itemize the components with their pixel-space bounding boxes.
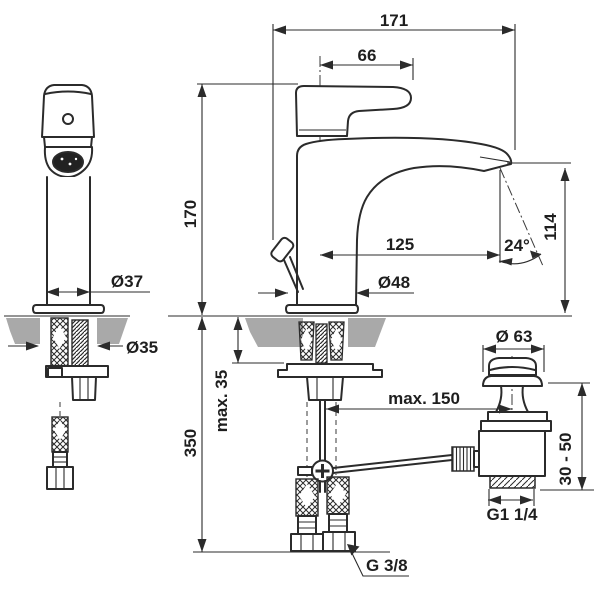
dim-spout-reach-label: 125: [386, 235, 414, 254]
handle-dot: [62, 113, 74, 125]
mesh-highlight: [74, 157, 78, 161]
dim-spout-height-label: 114: [541, 213, 560, 241]
countertop-left-view-right: [97, 318, 128, 344]
knurled-connector: [451, 446, 475, 472]
countertop-front-view-left: [245, 318, 303, 347]
pull-rod-knob: [270, 236, 295, 263]
horizontal-rod: [332, 459, 453, 474]
waste-ring-upper: [487, 411, 548, 422]
aerator-mesh-rim: [52, 151, 84, 173]
dim-waste-thread-label: G1 1/4: [486, 505, 538, 524]
supply-nut-left: [290, 533, 324, 552]
dim-supply-thread-label: G 3/8: [366, 556, 408, 575]
washer-plate-front: [277, 363, 383, 378]
mounting-nut: [71, 376, 97, 401]
popup-waste-assembly: [451, 356, 552, 489]
hose-ferrule-right: [328, 513, 348, 533]
threaded-stud-front: [315, 323, 328, 364]
handle-lever: [295, 85, 412, 137]
connector-neck: [473, 450, 480, 468]
mesh-highlight: [60, 157, 64, 161]
collar: [43, 136, 93, 148]
countertop-left-view-left: [6, 318, 40, 344]
mesh-highlight: [68, 162, 72, 166]
dim-rod-reach-label: max. 150: [388, 389, 460, 408]
dim-base-diameter-label: Ø48: [378, 273, 410, 292]
mounting-nut-front: [306, 376, 344, 401]
countertop-sections: [4, 315, 572, 347]
base-flange-front: [285, 304, 359, 314]
dim-waste-flange-diameter-label: Ø 63: [496, 327, 533, 346]
pull-rod: [289, 256, 304, 290]
hose-nut: [46, 466, 74, 490]
threaded-stud: [71, 319, 89, 367]
dim-waste-clamp-range-label: 30 - 50: [556, 433, 575, 486]
dim-max-deck-thickness-label: max. 35: [212, 370, 231, 432]
g38-leader-line: [348, 546, 409, 577]
waste-stem-right: [521, 385, 529, 413]
braid-highlight: [330, 482, 346, 506]
dimension-lines: [8, 24, 594, 577]
dim-spout-angle-label: 24°: [504, 236, 530, 255]
dim-hose-length-label: 350: [181, 429, 200, 457]
aerator-seam: [479, 156, 511, 163]
angle-arc: [498, 253, 542, 265]
washer-highlight: [301, 328, 312, 352]
waste-tailpiece: [489, 475, 536, 489]
waste-flange: [482, 375, 543, 387]
body-column: [46, 176, 91, 306]
dim-hole-diameter-label: Ø35: [126, 338, 158, 357]
body-and-spout: [296, 136, 513, 306]
plug-dome-line: [489, 366, 536, 371]
hose-ferrule-left: [297, 515, 317, 535]
handle-top-curve: [44, 90, 92, 95]
washer-clip: [47, 367, 63, 378]
aerator-mesh: [53, 152, 83, 172]
countertop-front-view-right: [348, 318, 386, 347]
linkage-arm-left: [297, 466, 313, 476]
braid-highlight: [53, 325, 66, 349]
faucet-front-view: [270, 56, 513, 552]
dim-body-diameter-label: Ø37: [111, 272, 143, 291]
braid-highlight: [299, 484, 315, 508]
base-flange: [32, 304, 105, 314]
dimension-labels: 171 66 170 125 114 24° Ø37 Ø35 Ø48 Ø 63 …: [111, 11, 575, 575]
dimension-arrowheads: [26, 25, 587, 556]
faucet-side-view: [32, 84, 109, 490]
washer-highlight: [331, 328, 342, 352]
dim-handle-length-label: 66: [358, 46, 377, 65]
hose-ferrule: [52, 451, 68, 468]
braid-highlight: [54, 420, 66, 440]
waste-body: [478, 430, 546, 477]
water-jet-angle-line: [499, 167, 544, 267]
dim-body-height-label: 170: [181, 200, 200, 228]
waste-ring-lower: [480, 420, 552, 432]
pull-rod: [283, 259, 299, 293]
horizontal-rod: [332, 454, 453, 469]
dim-overall-length-label: 171: [380, 11, 408, 30]
waste-stem-left: [495, 385, 503, 413]
